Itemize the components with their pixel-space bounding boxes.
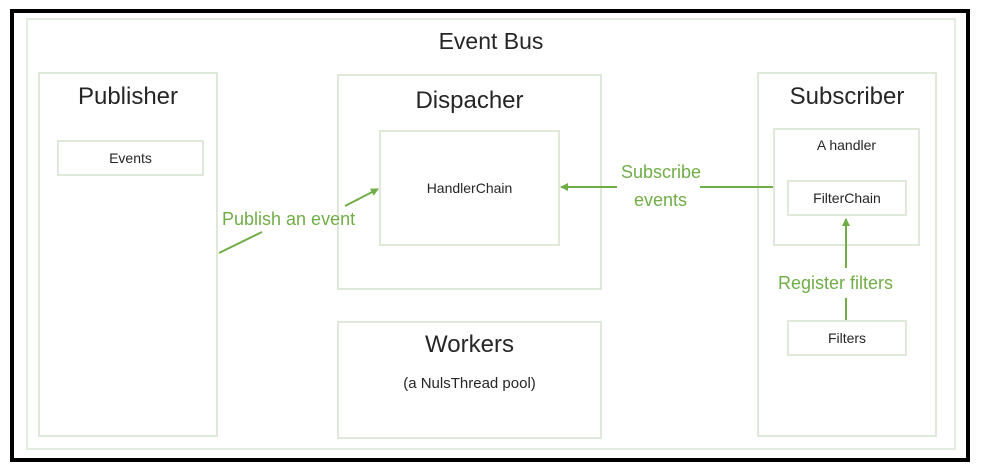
events-label: Events [109, 150, 152, 166]
subscriber-title: Subscriber [789, 83, 905, 110]
workers-subtitle: (a NulsThread pool) [403, 375, 536, 392]
subscribe-events-label-line1: Subscribe [621, 162, 702, 182]
subscribe-events-label-line2: events [634, 190, 688, 210]
register-filters-label: Register filters [778, 273, 894, 293]
dispatcher-title: Dispacher [415, 87, 524, 114]
subscriber-box: Subscriber [757, 72, 937, 437]
handler-label: A handler [816, 137, 877, 153]
filter-chain-box: FilterChain [787, 180, 907, 216]
handler-chain-label: HandlerChain [426, 180, 513, 196]
filters-label: Filters [827, 330, 867, 346]
handler-chain-box: HandlerChain [379, 130, 560, 246]
publisher-title: Publisher [77, 83, 179, 110]
events-box: Events [57, 140, 204, 176]
filters-box: Filters [787, 320, 907, 356]
publisher-box: Publisher [38, 72, 218, 437]
workers-title: Workers [425, 331, 514, 358]
publish-event-label: Publish an event [222, 209, 356, 229]
event-bus-title: Event Bus [438, 28, 544, 54]
filter-chain-label: FilterChain [813, 190, 881, 206]
workers-box: Workers (a NulsThread pool) [337, 321, 602, 439]
